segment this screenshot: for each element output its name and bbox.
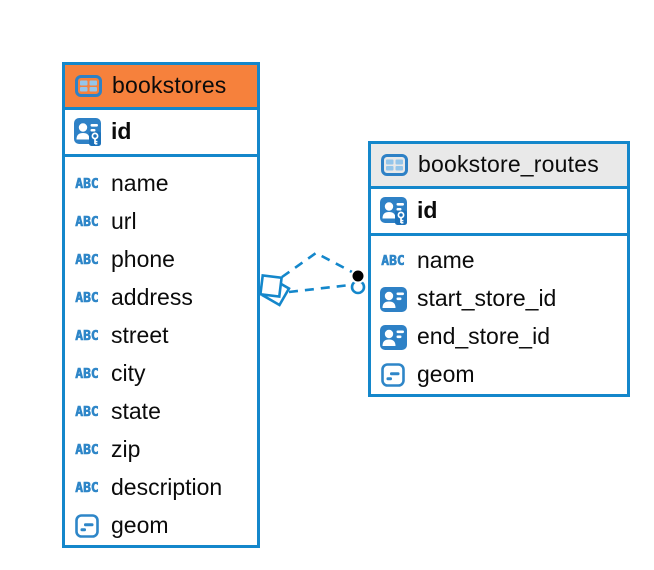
- text-type-icon: ABC: [75, 252, 99, 268]
- column-row[interactable]: geom: [371, 356, 627, 394]
- text-type-icon: ABC: [75, 404, 99, 420]
- diamond-marker: [258, 273, 291, 307]
- column-list: ABC name start_store_id: [371, 236, 627, 394]
- text-type-icon: ABC: [75, 366, 99, 382]
- column-row[interactable]: ABC name: [371, 242, 627, 280]
- table-bookstore-routes[interactable]: bookstore_routes id: [368, 141, 630, 397]
- table-bookstores[interactable]: bookstores id A: [62, 62, 260, 548]
- column-label: geom: [417, 360, 475, 387]
- column-row[interactable]: ABC zip: [65, 431, 257, 469]
- text-type-icon: ABC: [75, 214, 99, 230]
- text-type-icon: ABC: [75, 328, 99, 344]
- reference-id-icon: [378, 324, 408, 350]
- text-type-icon: ABC: [381, 253, 405, 269]
- table-bookstores-header[interactable]: bookstores: [65, 65, 257, 110]
- column-row[interactable]: end_store_id: [371, 318, 627, 356]
- column-label: geom: [111, 511, 169, 538]
- relationship-line: [281, 251, 353, 279]
- column-label: street: [111, 321, 169, 348]
- column-label: name: [417, 246, 475, 273]
- column-label: id: [111, 117, 132, 144]
- reference-id-icon: [378, 286, 408, 312]
- column-label: address: [111, 283, 193, 310]
- column-label: state: [111, 397, 161, 424]
- column-label: start_store_id: [417, 284, 557, 311]
- geometry-type-icon: [72, 514, 102, 538]
- table-title: bookstore_routes: [418, 150, 599, 177]
- text-type-icon: ABC: [75, 480, 99, 496]
- column-row[interactable]: ABC city: [65, 355, 257, 393]
- primary-key-icon: [72, 118, 102, 146]
- dot-marker: [350, 268, 366, 295]
- column-row[interactable]: ABC phone: [65, 241, 257, 279]
- column-label: zip: [111, 435, 141, 462]
- column-row[interactable]: ABC description: [65, 469, 257, 507]
- column-label: id: [417, 196, 438, 223]
- column-row[interactable]: start_store_id: [371, 280, 627, 318]
- table-title: bookstores: [112, 71, 227, 98]
- column-label: description: [111, 473, 223, 500]
- column-label: phone: [111, 245, 175, 272]
- primary-key-icon: [378, 197, 408, 225]
- table-icon: [73, 75, 103, 97]
- column-list: ABC name ABC url ABC phone ABC address A…: [65, 157, 257, 545]
- table-icon: [379, 154, 409, 176]
- column-row-pk[interactable]: id: [371, 189, 627, 236]
- column-label: url: [111, 207, 137, 234]
- column-label: end_store_id: [417, 322, 550, 349]
- text-type-icon: ABC: [75, 442, 99, 458]
- text-type-icon: ABC: [75, 176, 99, 192]
- column-row[interactable]: ABC url: [65, 203, 257, 241]
- column-row-pk[interactable]: id: [65, 110, 257, 157]
- column-row[interactable]: geom: [65, 507, 257, 545]
- column-row[interactable]: ABC street: [65, 317, 257, 355]
- column-row[interactable]: ABC address: [65, 279, 257, 317]
- column-row[interactable]: ABC state: [65, 393, 257, 431]
- column-label: city: [111, 359, 146, 386]
- table-bookstore-routes-header[interactable]: bookstore_routes: [371, 144, 627, 189]
- relationship-line: [288, 283, 351, 294]
- geometry-type-icon: [378, 363, 408, 387]
- column-row[interactable]: ABC name: [65, 165, 257, 203]
- column-label: name: [111, 169, 169, 196]
- text-type-icon: ABC: [75, 290, 99, 306]
